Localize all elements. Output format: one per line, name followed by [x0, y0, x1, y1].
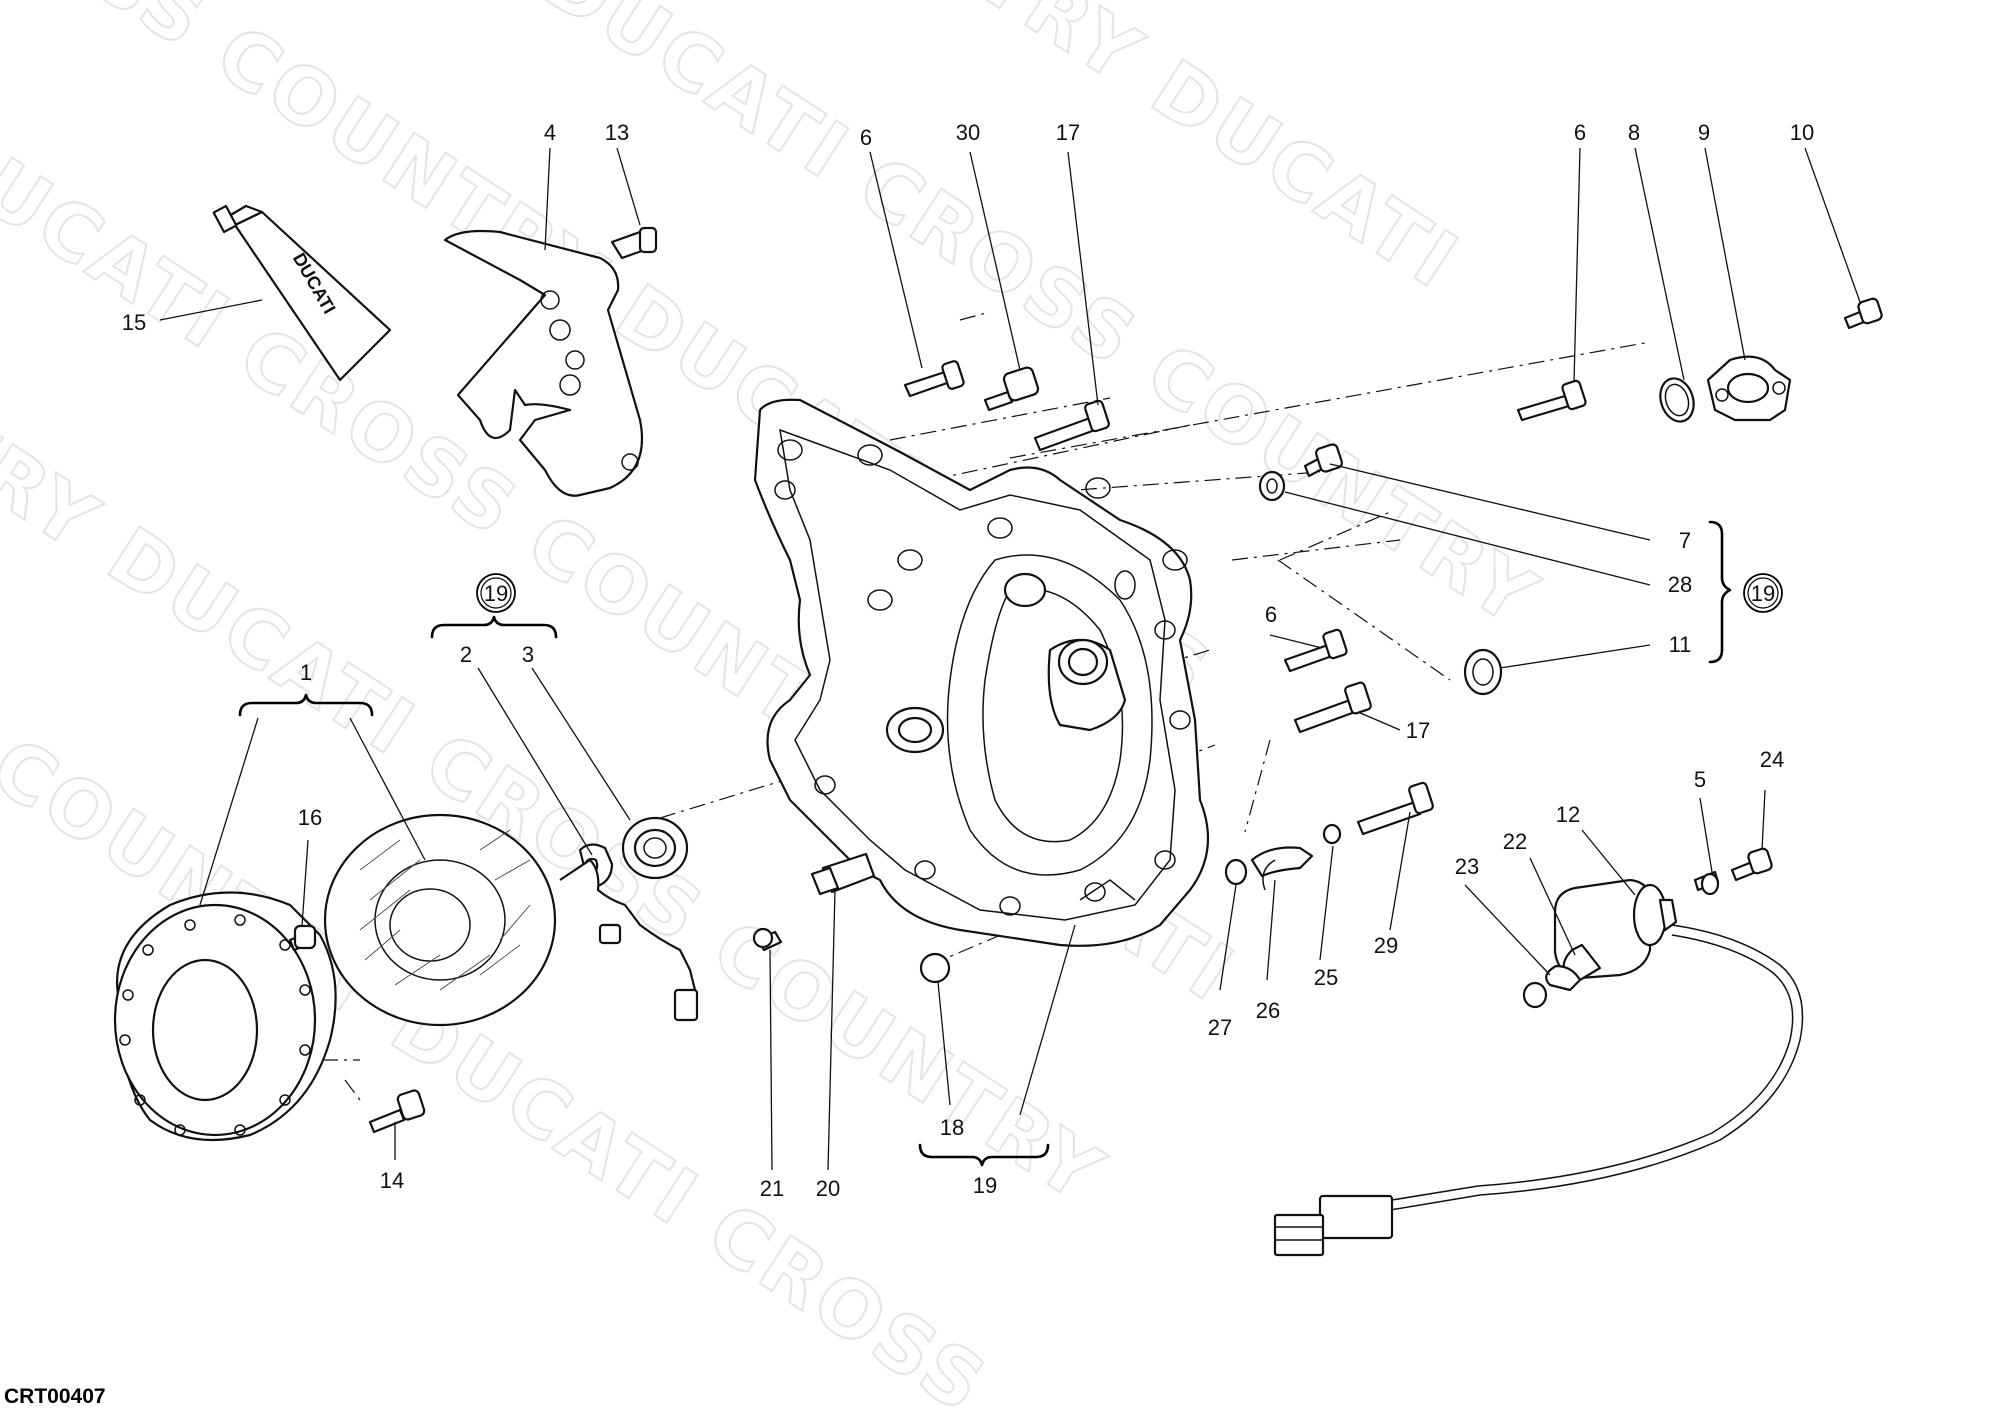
callout-7: 7	[1679, 528, 1691, 553]
callout-28: 28	[1668, 572, 1692, 597]
callout-8: 8	[1628, 120, 1640, 145]
alternator-cover	[753, 398, 1210, 947]
callout-26: 26	[1256, 998, 1280, 1023]
callout-20: 20	[816, 1176, 840, 1201]
callout-15: 15	[122, 310, 146, 335]
callout-17b: 17	[1406, 718, 1430, 743]
callout-23: 23	[1455, 854, 1479, 879]
callout-6a: 6	[860, 125, 872, 150]
stator	[323, 813, 699, 1027]
callout-18: 18	[940, 1115, 964, 1140]
right-parts	[1258, 297, 1883, 696]
callout-14: 14	[380, 1168, 404, 1193]
callout-30: 30	[956, 120, 980, 145]
callout-24: 24	[1760, 747, 1784, 772]
sealant-tube: DUCATI	[212, 204, 392, 382]
callout-1: 1	[300, 660, 312, 685]
group-marker-right: 19	[1743, 573, 1783, 613]
brace-part-19-left	[430, 615, 558, 639]
callout-16: 16	[298, 805, 322, 830]
brace-part-19-right	[1708, 520, 1732, 664]
callout-29: 29	[1374, 933, 1398, 958]
callout-11: 11	[1669, 632, 1692, 657]
callout-21: 21	[760, 1176, 784, 1201]
callout-10: 10	[1790, 120, 1814, 145]
bracket	[443, 229, 644, 497]
callout-25: 25	[1314, 965, 1338, 990]
callout-19: 19	[973, 1173, 997, 1198]
callout-6c: 6	[1265, 602, 1277, 627]
cover-bolts-top	[903, 360, 1110, 452]
callout-27: 27	[1208, 1015, 1232, 1040]
group-marker-label: 19	[1751, 581, 1775, 606]
drawing-code: CRT00407	[4, 1385, 106, 1408]
leader-lines	[159, 147, 1861, 1171]
callout-13: 13	[605, 120, 629, 145]
callout-5: 5	[1694, 767, 1706, 792]
callout-3: 3	[522, 642, 534, 667]
bearing	[578, 816, 689, 888]
group-marker-left: 19	[476, 573, 516, 613]
group-marker-label: 19	[484, 581, 508, 606]
callout-17a: 17	[1056, 120, 1080, 145]
mid-right-parts	[1224, 628, 1434, 891]
pickup-sensor	[1273, 847, 1804, 1257]
callout-4: 4	[544, 120, 556, 145]
bottom-small-parts	[752, 852, 951, 984]
braces	[238, 520, 1732, 1167]
callout-12: 12	[1556, 802, 1580, 827]
callout-2: 2	[460, 642, 472, 667]
callouts: 4 13 15 6 30 17 6 8 9 10 7 28 11 6 17 29…	[122, 120, 1814, 1201]
rotor	[113, 891, 337, 1142]
callout-9: 9	[1698, 120, 1710, 145]
bolt	[610, 226, 658, 260]
brace-part-1	[238, 693, 374, 717]
callout-22: 22	[1503, 829, 1527, 854]
callout-6b: 6	[1574, 120, 1586, 145]
brace-part-19-bottom	[918, 1143, 1050, 1167]
stator-bolts	[288, 924, 426, 1134]
